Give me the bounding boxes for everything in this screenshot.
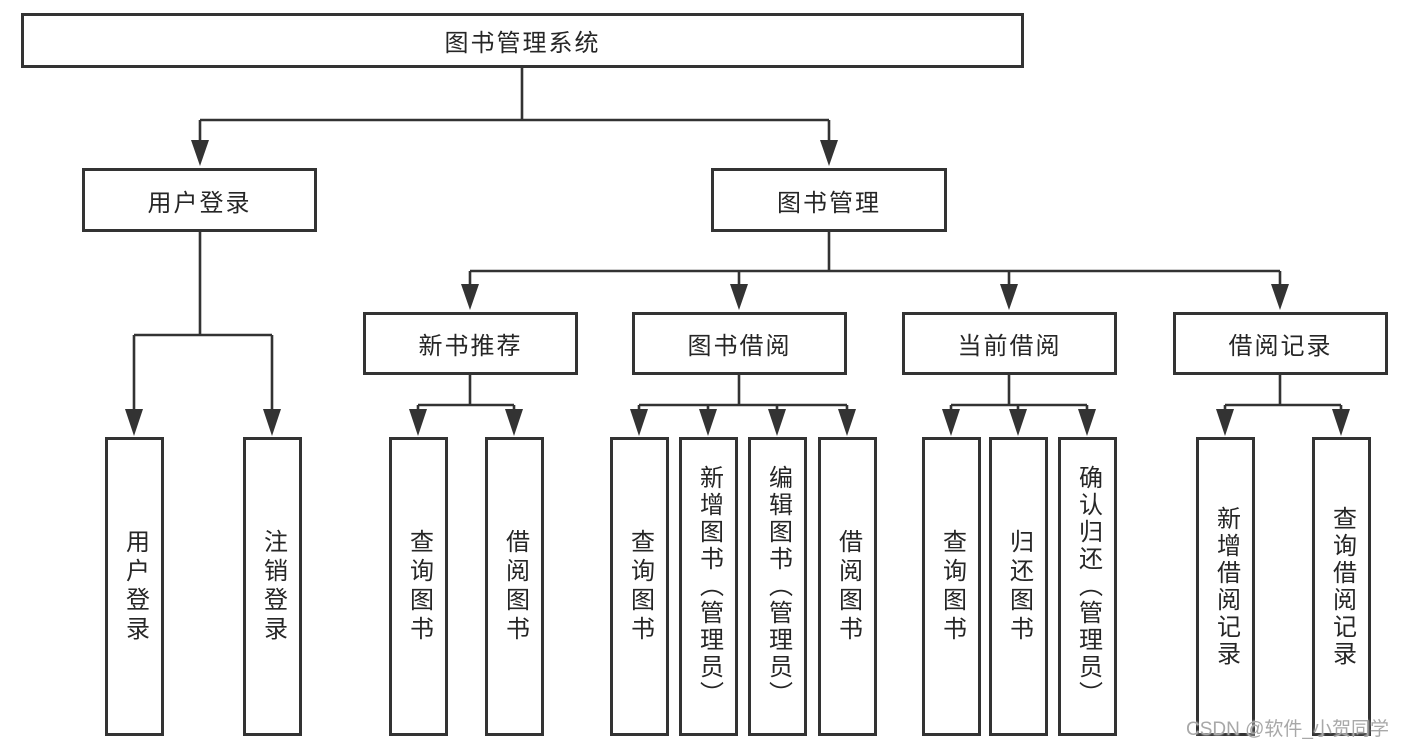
leaf-label: 查询图书 bbox=[405, 528, 433, 645]
leaf-user-login: 用户登录 bbox=[105, 437, 164, 736]
leaf-label: 查询借阅记录 bbox=[1328, 505, 1356, 668]
node-library-system: 图书管理系统 bbox=[21, 13, 1024, 68]
leaf-add-borrow-record: 新增借阅记录 bbox=[1196, 437, 1255, 736]
leaf-label: 确认归还（管理员） bbox=[1074, 465, 1102, 708]
leaf-label: 注销登录 bbox=[259, 528, 287, 645]
leaf-borrow-query-books: 查询图书 bbox=[610, 437, 669, 736]
leaf-add-books-admin: 新增图书（管理员） bbox=[679, 437, 738, 736]
leaf-label: 归还图书 bbox=[1005, 528, 1033, 645]
node-label: 借阅记录 bbox=[1228, 333, 1333, 360]
leaf-logout: 注销登录 bbox=[243, 437, 302, 736]
node-label: 图书借阅 bbox=[687, 333, 792, 360]
leaf-label: 查询图书 bbox=[938, 528, 966, 645]
leaf-recommend-borrow-books: 借阅图书 bbox=[485, 437, 544, 736]
node-current-borrow: 当前借阅 bbox=[902, 312, 1117, 375]
arrowheads bbox=[125, 140, 1350, 436]
leaf-label: 查询图书 bbox=[626, 528, 654, 645]
node-label: 图书管理 bbox=[777, 189, 881, 217]
node-new-book-recommend: 新书推荐 bbox=[363, 312, 578, 375]
node-book-borrow: 图书借阅 bbox=[632, 312, 847, 375]
leaf-confirm-return-admin: 确认归还（管理员） bbox=[1058, 437, 1117, 736]
leaf-label: 新增借阅记录 bbox=[1212, 505, 1240, 668]
leaf-current-query-books: 查询图书 bbox=[922, 437, 981, 736]
leaf-edit-books-admin: 编辑图书（管理员） bbox=[748, 437, 807, 736]
leaf-label: 借阅图书 bbox=[501, 528, 529, 645]
leaf-recommend-query-books: 查询图书 bbox=[389, 437, 448, 736]
leaf-query-borrow-record: 查询借阅记录 bbox=[1312, 437, 1371, 736]
node-label: 当前借阅 bbox=[957, 333, 1062, 360]
node-borrow-records: 借阅记录 bbox=[1173, 312, 1388, 375]
leaf-borrow-books: 借阅图书 bbox=[818, 437, 877, 736]
node-label: 图书管理系统 bbox=[444, 30, 601, 57]
node-label: 用户登录 bbox=[147, 189, 252, 217]
node-book-management: 图书管理 bbox=[711, 168, 947, 232]
leaf-label: 用户登录 bbox=[121, 528, 149, 645]
node-user-login: 用户登录 bbox=[82, 168, 317, 232]
node-label: 新书推荐 bbox=[418, 333, 523, 360]
leaf-return-books: 归还图书 bbox=[989, 437, 1048, 736]
leaf-label: 编辑图书（管理员） bbox=[764, 465, 792, 708]
leaf-label: 新增图书（管理员） bbox=[695, 465, 723, 708]
leaf-label: 借阅图书 bbox=[834, 528, 862, 645]
csdn-watermark: CSDN @软件_小贺同学 bbox=[1186, 719, 1389, 740]
